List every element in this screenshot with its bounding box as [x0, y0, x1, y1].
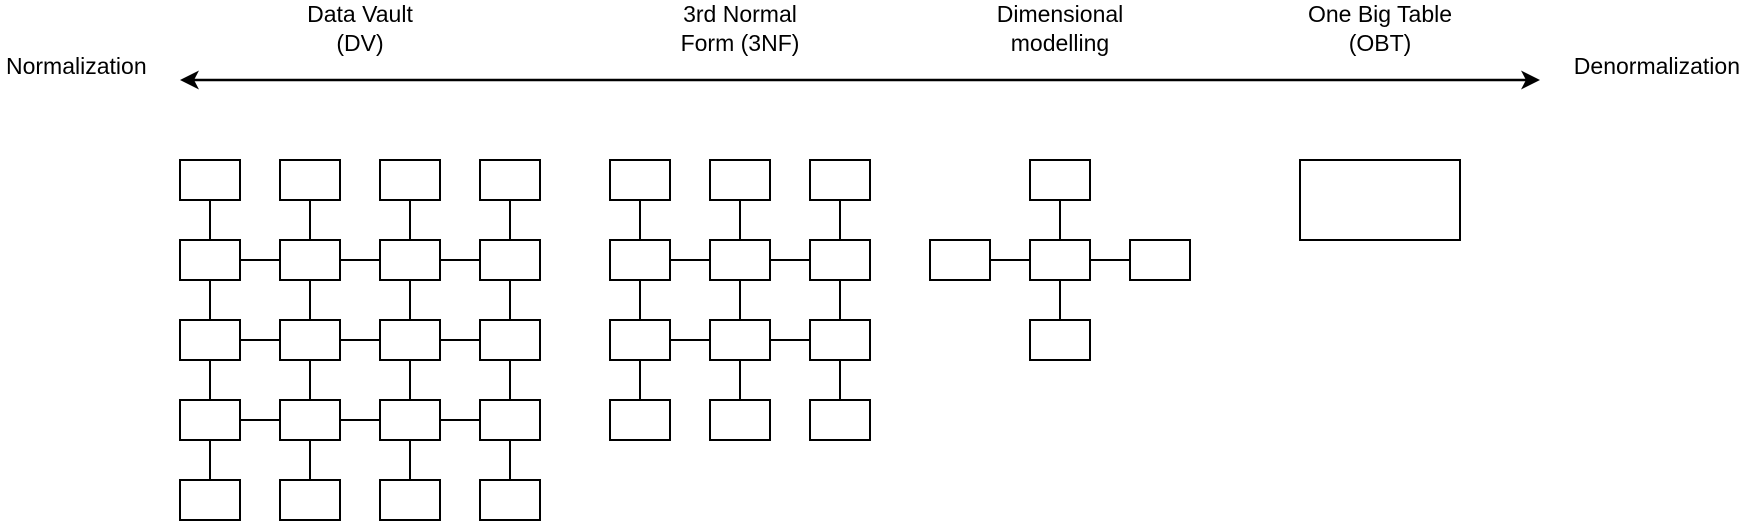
- category-label-line: modelling: [1010, 30, 1110, 56]
- denormalization-label: Denormalization: [1573, 53, 1740, 79]
- table-box: [179, 479, 241, 521]
- table-box: [279, 159, 341, 201]
- table-box: [179, 159, 241, 201]
- table-box: [279, 239, 341, 281]
- table-box: [709, 399, 771, 441]
- table-box: [179, 239, 241, 281]
- table-box: [379, 399, 441, 441]
- table-box: [379, 239, 441, 281]
- dimension-table-box: [1129, 239, 1191, 281]
- table-box: [279, 399, 341, 441]
- category-label-line: Form (3NF): [680, 30, 800, 56]
- arrowhead-right-icon: [1521, 70, 1540, 90]
- category-label-dimensional: Dimensional modelling: [900, 0, 1220, 58]
- category-label-line: Dimensional: [996, 1, 1124, 27]
- table-box: [379, 319, 441, 361]
- table-box: [179, 399, 241, 441]
- table-box: [809, 239, 871, 281]
- category-label-line: (DV): [336, 30, 384, 56]
- dimension-table-box: [929, 239, 991, 281]
- table-box: [709, 239, 771, 281]
- table-box: [379, 159, 441, 201]
- table-box: [609, 399, 671, 441]
- category-label-line: One Big Table: [1307, 1, 1453, 27]
- table-box: [279, 479, 341, 521]
- table-box: [479, 239, 541, 281]
- big-table-box: [1299, 159, 1461, 241]
- arrowhead-left-icon: [180, 70, 199, 90]
- category-label-line: 3rd Normal: [683, 1, 797, 27]
- fact-table-box: [1029, 239, 1091, 281]
- table-box: [609, 319, 671, 361]
- table-box: [809, 319, 871, 361]
- table-box: [479, 319, 541, 361]
- category-label-line: (OBT): [1348, 30, 1412, 56]
- table-box: [609, 239, 671, 281]
- table-box: [479, 159, 541, 201]
- table-box: [809, 399, 871, 441]
- category-label-obt: One Big Table (OBT): [1220, 0, 1540, 58]
- table-box: [479, 479, 541, 521]
- dimension-table-box: [1029, 159, 1091, 201]
- category-label-line: Data Vault: [307, 1, 413, 27]
- star-schema: [929, 159, 1191, 361]
- table-box: [379, 479, 441, 521]
- table-box: [609, 159, 671, 201]
- table-box: [279, 319, 341, 361]
- data-vault-schema: [179, 159, 541, 521]
- category-label-data-vault: Data Vault (DV): [200, 0, 520, 58]
- table-box: [709, 319, 771, 361]
- table-box: [809, 159, 871, 201]
- one-big-table: [1299, 159, 1461, 241]
- category-label-3nf: 3rd Normal Form (3NF): [580, 0, 900, 58]
- dimension-table-box: [1029, 319, 1091, 361]
- 3nf-schema: [609, 159, 871, 441]
- table-box: [709, 159, 771, 201]
- table-box: [179, 319, 241, 361]
- normalization-label: Normalization: [6, 53, 147, 79]
- table-box: [479, 399, 541, 441]
